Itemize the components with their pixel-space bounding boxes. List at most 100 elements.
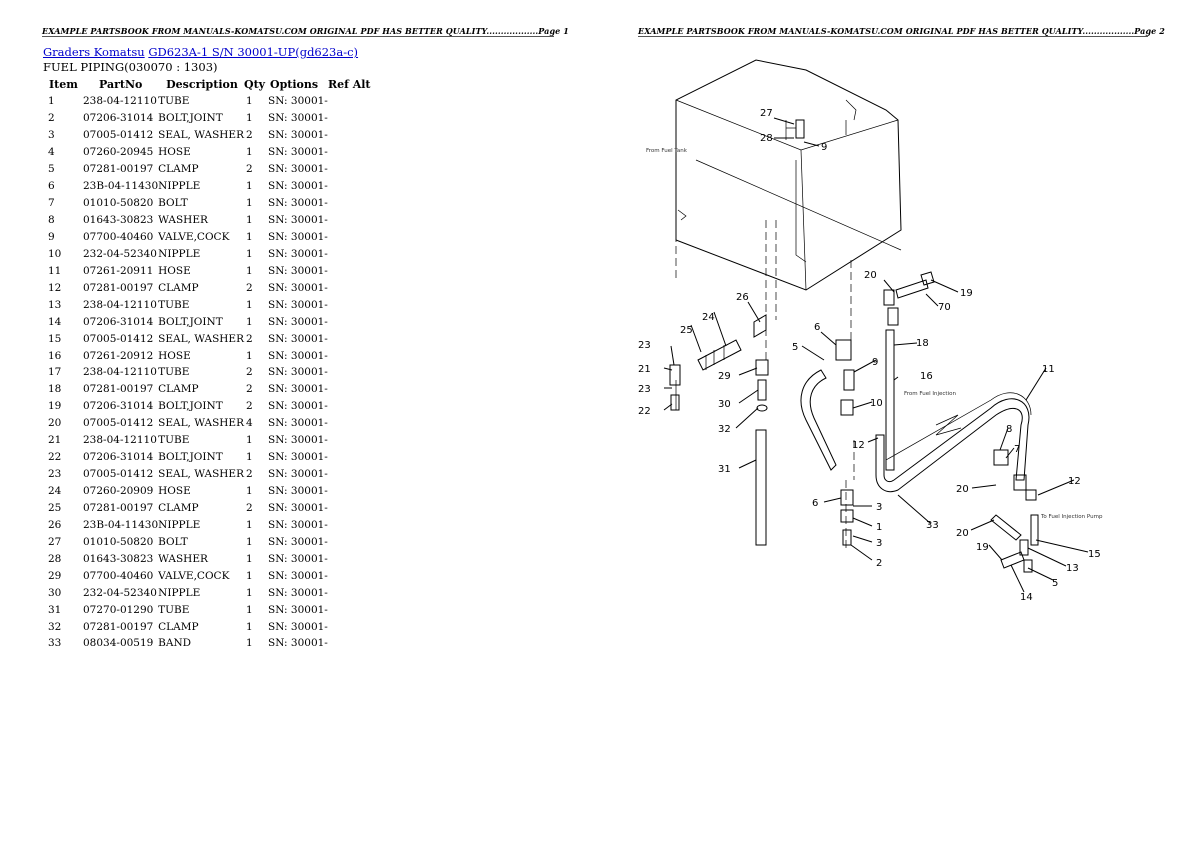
cell-qty: 1 [246,451,253,464]
cell-ref-alt [328,601,373,618]
cell-qty: 1 [246,349,253,362]
cell-qty: 4 [246,417,253,430]
cell-qty: 1 [246,485,253,498]
callout-22: 22 [638,406,651,417]
cell-options: SN: 30001- [268,586,328,599]
cell-partno: 07206-31014 [83,451,154,464]
cell-item: 31 [48,603,62,616]
cell-description: BOLT,JOINT [158,400,223,413]
cell-partno: 23B-04-11430 [83,180,159,193]
callout-20: 20 [864,270,877,281]
note-to-injection-pump: To Fuel Injection Pump [1040,514,1103,520]
cell-description: HOSE [158,349,191,362]
cell-options: SN: 30001- [268,434,328,447]
cell-ref-alt [328,533,373,550]
cell-description: NIPPLE [158,180,201,193]
cell-qty: 2 [246,129,253,142]
cell-ref-alt [328,516,373,533]
cell-ref-alt [328,144,373,161]
cell-item: 23 [48,468,62,481]
cell-options: SN: 30001- [268,468,328,481]
callout-14: 14 [1020,592,1033,603]
cell-options: SN: 30001- [268,400,328,413]
cell-qty: 1 [246,552,253,565]
cell-ref-alt [328,262,373,279]
callout-19: 19 [960,288,973,299]
cell-ref-alt [328,483,373,500]
cell-item: 13 [48,298,62,311]
page-header-right: EXAMPLE PARTSBOOK FROM MANUALS-KOMATSU.C… [638,26,1165,36]
cell-item: 9 [48,230,55,243]
cell-qty: 2 [246,366,253,379]
cell-options: SN: 30001- [268,95,328,108]
cell-qty: 1 [246,569,253,582]
cell-partno: 07261-20912 [83,349,154,362]
cell-item: 26 [48,518,62,531]
callout-13: 13 [1066,563,1079,574]
cell-ref-alt [328,449,373,466]
cell-ref-alt [328,347,373,364]
cell-options: SN: 30001- [268,247,328,260]
callout-5a: 5 [792,342,798,353]
callout-21: 21 [638,364,651,375]
cell-item: 14 [48,315,62,328]
callout-29: 29 [718,371,731,382]
callout-2: 2 [876,558,882,569]
cell-item: 28 [48,552,62,565]
cell-partno: 07261-20911 [83,264,154,277]
cell-item: 11 [48,264,62,277]
cell-item: 3 [48,129,55,142]
cell-item: 2 [48,112,55,125]
cell-qty: 1 [246,315,253,328]
callout-27: 27 [760,108,773,119]
cell-options: SN: 30001- [268,518,328,531]
hose-24 [697,339,742,371]
callout-23b: 23 [638,384,651,395]
callout-33: 33 [926,520,939,531]
cell-ref-alt [328,381,373,398]
cell-description: BOLT [158,535,188,548]
breadcrumb-link-graders[interactable]: Graders Komatsu [43,45,145,59]
cell-qty: 1 [246,586,253,599]
cell-description: BOLT [158,197,188,210]
cell-item: 10 [48,247,62,260]
cell-qty: 2 [246,468,253,481]
note-from-fuel-tank: From Fuel Tank [646,148,688,154]
callout-6a: 6 [814,322,820,333]
cell-partno: 232-04-52340 [83,247,157,260]
cell-ref-alt [328,330,373,347]
cell-qty: 1 [246,214,253,227]
callout-26: 26 [736,292,749,303]
cell-partno: 07005-01412 [83,332,154,345]
cell-ref-alt [328,195,373,212]
cell-item: 8 [48,214,55,227]
callout-31: 31 [718,464,731,475]
cell-ref-alt [328,432,373,449]
cell-qty: 2 [246,501,253,514]
callout-16: 16 [920,371,933,382]
cell-qty: 2 [246,400,253,413]
cell-options: SN: 30001- [268,501,328,514]
breadcrumb-link-model[interactable]: GD623A-1 S/N 30001-UP(gd623a-c) [148,45,359,59]
cell-partno: 07281-00197 [83,163,154,176]
cell-options: SN: 30001- [268,112,328,125]
callout-9b: 9 [872,357,878,368]
cell-item: 20 [48,417,62,430]
cell-qty: 1 [246,180,253,193]
cell-item: 6 [48,180,55,193]
callout-9: 9 [821,142,827,153]
